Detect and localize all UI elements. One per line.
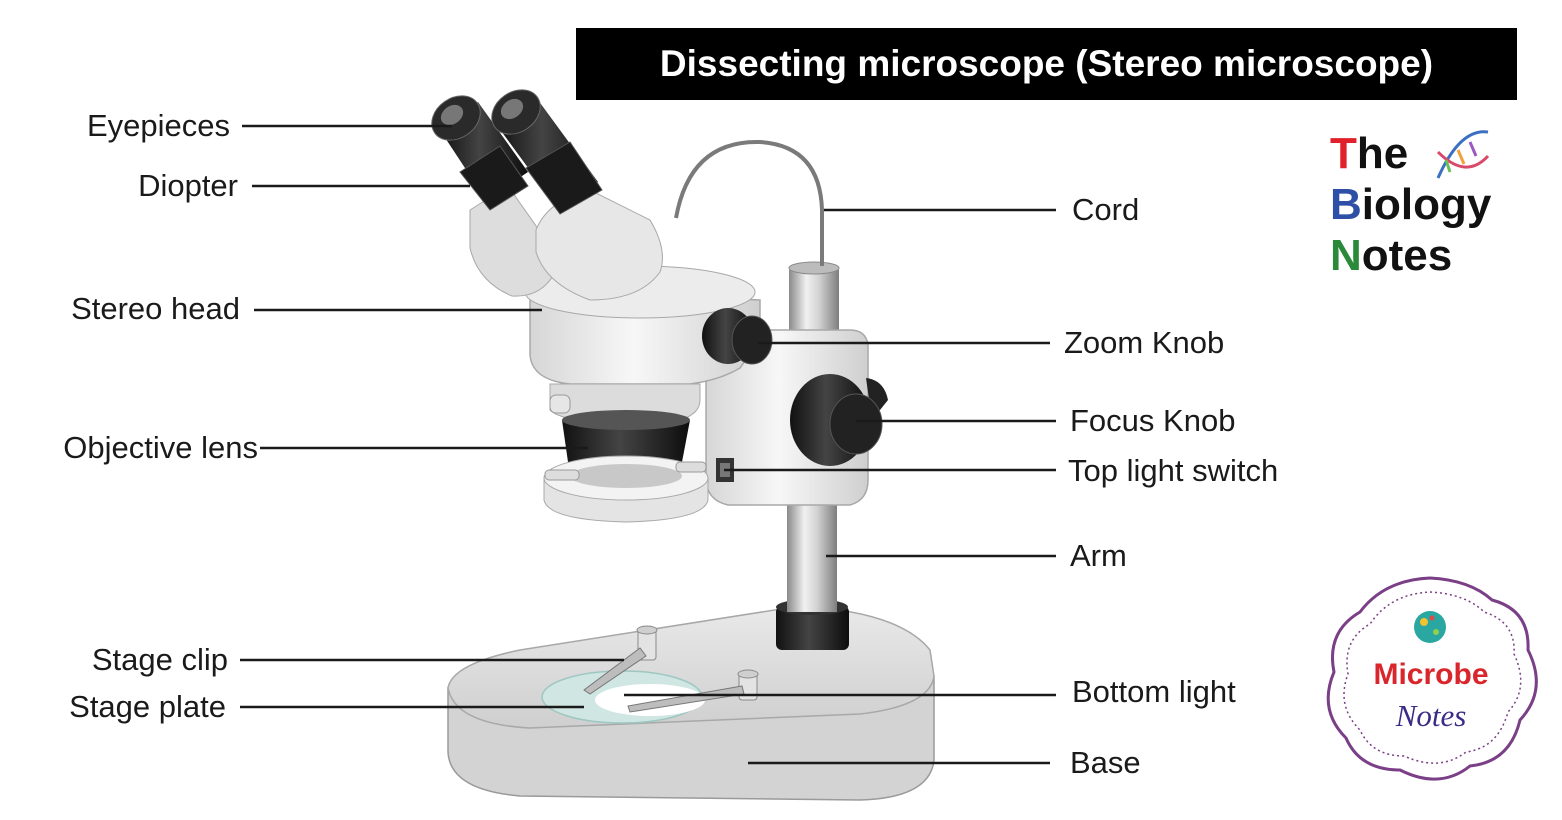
left-eyepiece-shape xyxy=(431,95,529,211)
label-bottom-light-text: Bottom light xyxy=(1072,674,1236,709)
the-biology-notes-logo: The Biology Notes xyxy=(1330,128,1491,281)
label-stage-clip-text: Stage clip xyxy=(91,642,228,677)
label-focus-knob: Focus Knob xyxy=(1070,405,1235,436)
label-stage-plate: Stage plate xyxy=(20,691,226,722)
focus-knob-shape xyxy=(790,374,888,466)
label-focus-knob-text: Focus Knob xyxy=(1070,403,1236,438)
logo-rest-biology: iology xyxy=(1361,180,1492,229)
label-stage-clip: Stage clip xyxy=(40,644,228,675)
leader-lines xyxy=(240,124,1056,765)
diagram-title: Dissecting microscope (Stereo microscope… xyxy=(576,28,1517,100)
label-objective-lens-text: Objective lens xyxy=(63,430,258,465)
label-base: Base xyxy=(1070,747,1141,778)
logo-rest-the: he xyxy=(1356,129,1409,178)
diagram-title-text: Dissecting microscope (Stereo microscope… xyxy=(659,43,1434,84)
label-top-light-switch-text: Top light switch xyxy=(1068,453,1279,488)
ring-light-shape xyxy=(543,455,709,523)
label-stereo-head-text: Stereo head xyxy=(71,291,240,326)
label-zoom-knob-text: Zoom Knob xyxy=(1064,325,1225,360)
right-eyepiece-shape xyxy=(491,89,603,215)
logo-row-the: The xyxy=(1330,128,1491,179)
dna-icon xyxy=(1436,130,1490,179)
label-zoom-knob: Zoom Knob xyxy=(1064,327,1224,358)
zoom-knob-shape xyxy=(702,308,773,365)
label-arm: Arm xyxy=(1070,540,1127,571)
label-objective-lens: Objective lens xyxy=(20,432,258,463)
label-top-light-switch: Top light switch xyxy=(1068,455,1278,486)
microbe-notes-badge xyxy=(1326,576,1538,781)
logo-initial-b: B xyxy=(1330,180,1362,229)
eyepiece-tubes-shape xyxy=(469,185,663,301)
label-stage-plate-text: Stage plate xyxy=(69,689,226,724)
label-bottom-light: Bottom light xyxy=(1072,676,1236,707)
label-diopter: Diopter xyxy=(40,170,238,201)
microbe-globe-icon xyxy=(1414,611,1446,643)
label-eyepieces-text: Eyepieces xyxy=(86,108,230,143)
logo-row-biology: Biology xyxy=(1330,179,1491,230)
label-diopter-text: Diopter xyxy=(138,168,238,203)
logo-row-notes: Notes xyxy=(1330,230,1491,281)
label-stereo-head: Stereo head xyxy=(40,293,240,324)
microbe-notes-word2: Notes xyxy=(1395,698,1467,733)
microbe-notes-word1: Microbe xyxy=(1373,658,1489,691)
label-base-text: Base xyxy=(1070,745,1141,780)
logo-rest-notes: otes xyxy=(1361,231,1453,280)
label-arm-text: Arm xyxy=(1070,538,1127,573)
label-cord: Cord xyxy=(1072,194,1139,225)
cord-shape xyxy=(674,139,824,266)
label-eyepieces: Eyepieces xyxy=(40,110,230,141)
label-cord-text: Cord xyxy=(1072,192,1140,227)
logo-initial-n: N xyxy=(1330,231,1362,280)
stage-clip-shape xyxy=(583,625,759,713)
logo-initial-t: T xyxy=(1330,129,1357,178)
